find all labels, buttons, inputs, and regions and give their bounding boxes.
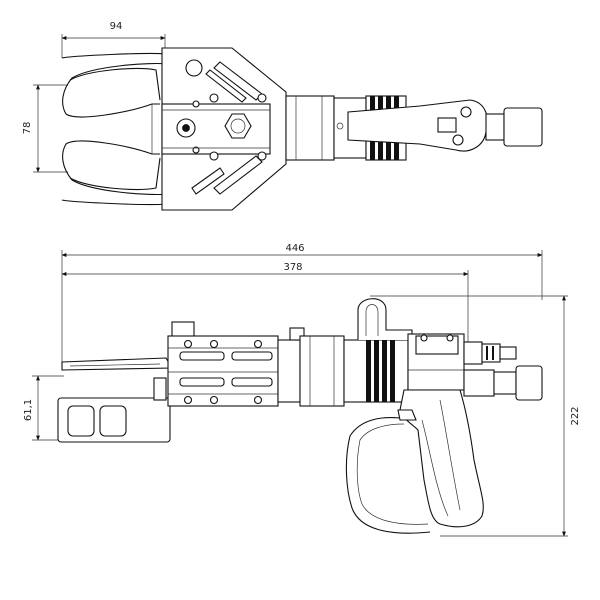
side-head [167,321,305,407]
top-cylinder [285,95,543,161]
top-view: 94 78 [22,21,543,211]
dimension-94: 94 [61,21,166,58]
side-connectors [463,341,543,401]
dimension-378: 378 [61,262,469,350]
side-view: 446 378 222 61,1 [23,243,581,537]
dim-label-94: 94 [110,21,123,32]
side-body [357,298,465,391]
dim-label-222: 222 [570,406,581,425]
dimension-78: 78 [22,84,68,173]
dim-label-78: 78 [22,122,33,135]
side-cylinder [299,335,409,407]
top-jaws [61,52,169,206]
dimension-446: 446 [61,243,543,362]
top-head-body [161,47,287,211]
side-grip [345,389,484,534]
dim-label-446: 446 [285,243,304,254]
side-jaw [57,357,173,443]
dim-label-378: 378 [283,262,302,273]
dim-label-61-1: 61,1 [23,399,34,421]
dimension-222: 222 [370,295,581,537]
